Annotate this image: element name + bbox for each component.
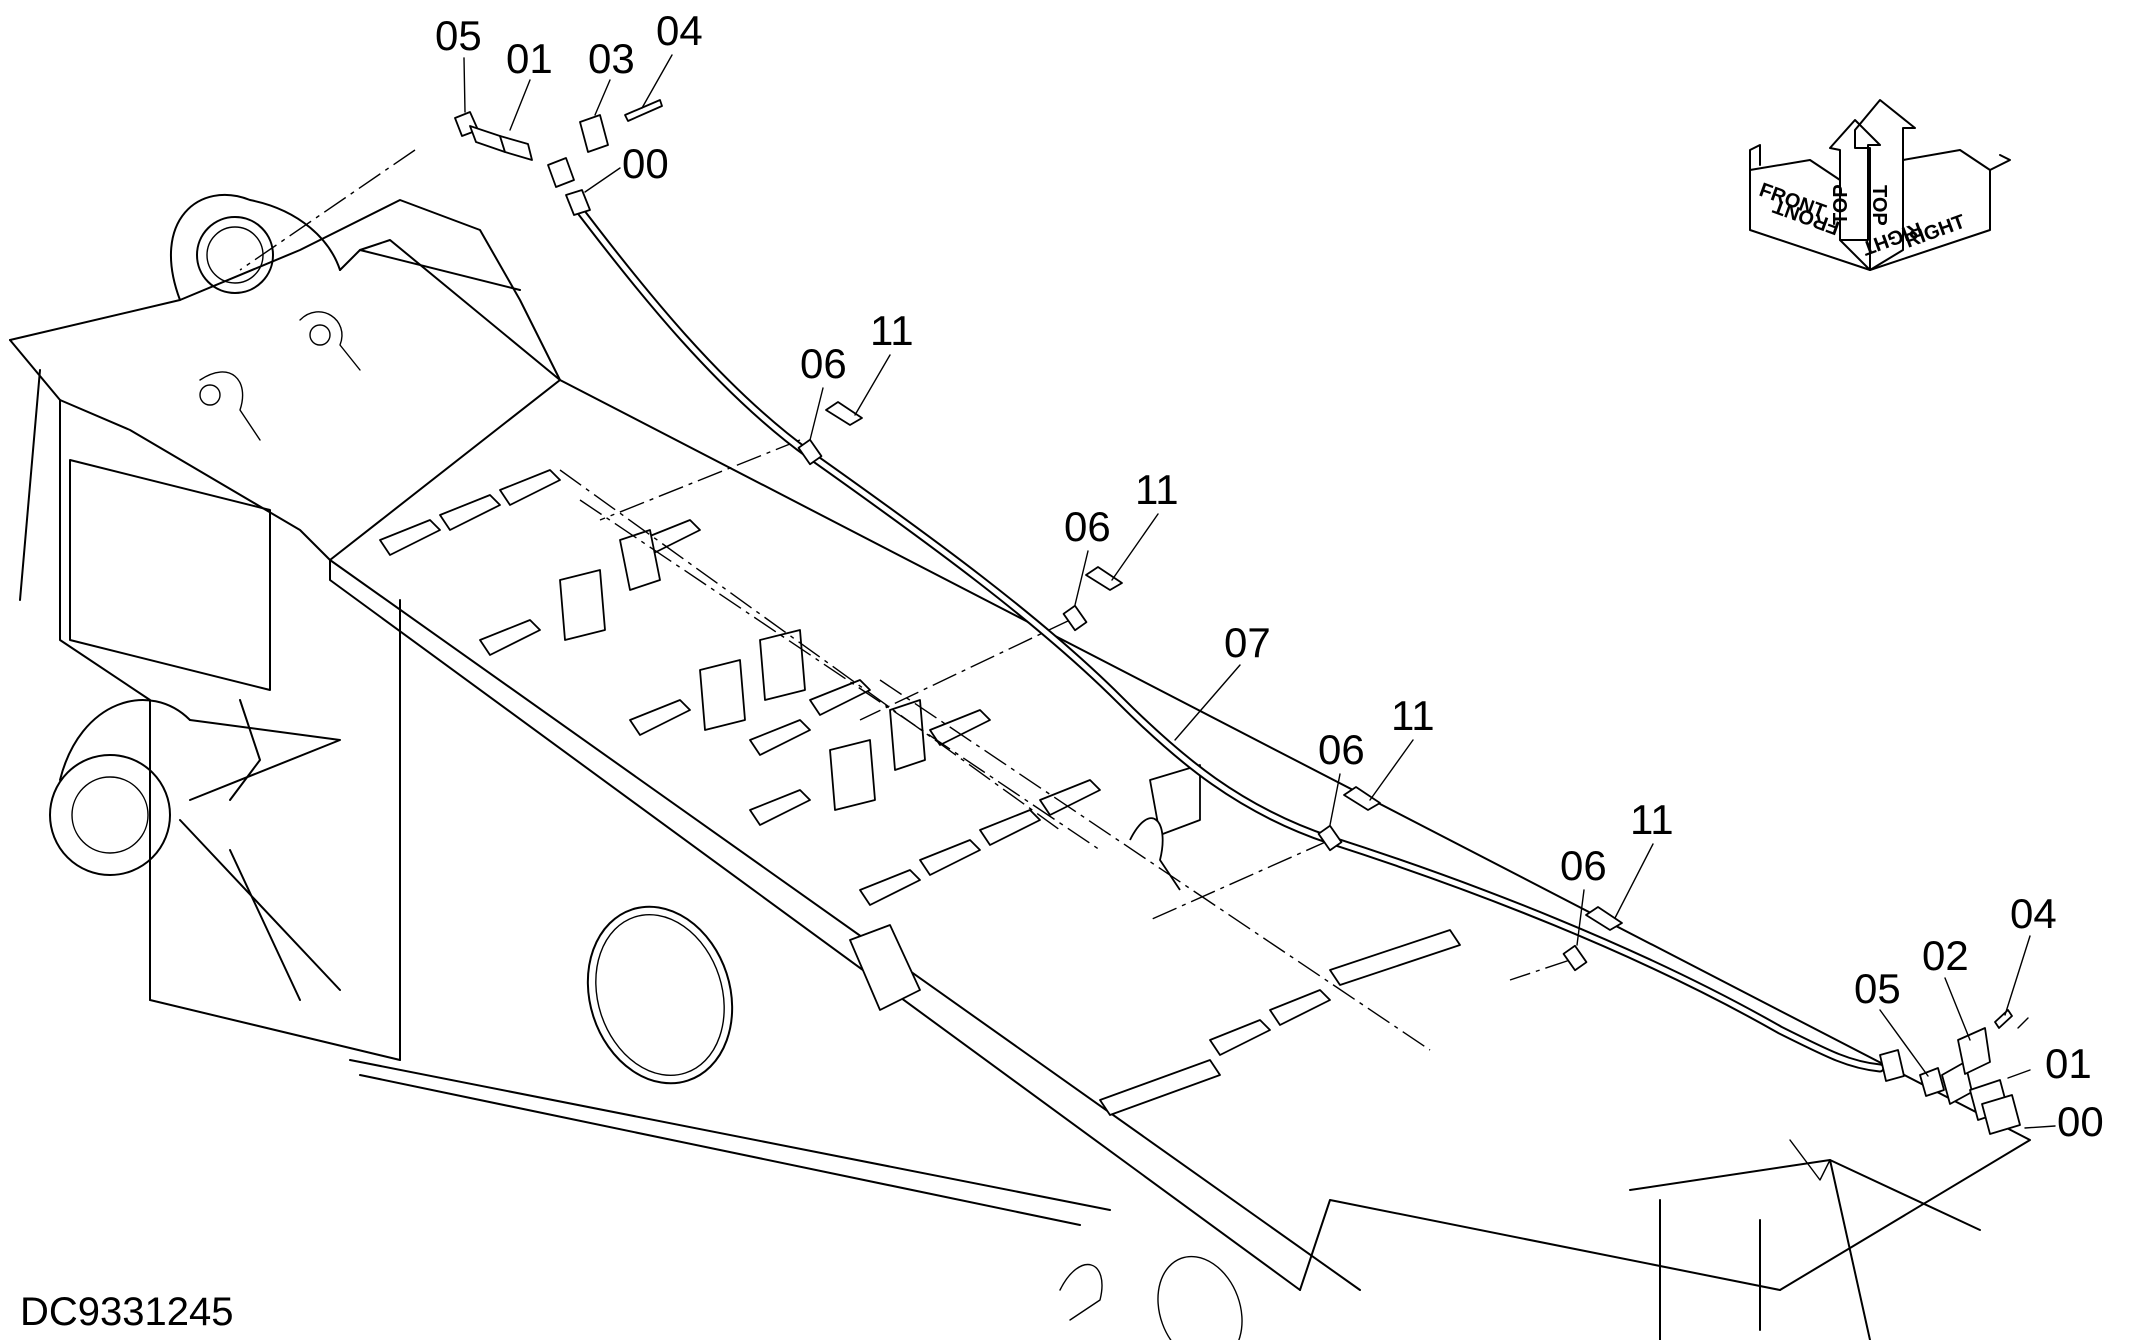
callouts-bottom-group: 04 02 05 01 00 — [1854, 890, 2104, 1145]
callout-01-bottom: 01 — [2045, 1040, 2092, 1087]
drawing-id: DC9331245 — [20, 1290, 234, 1334]
callout-leaders — [463, 54, 2031, 1077]
callout-02-bottom: 02 — [1922, 932, 1969, 979]
callout-07-hose: 07 — [1224, 619, 1271, 666]
callouts-top-group: 05 01 03 04 00 — [435, 7, 703, 187]
boom-clip-brackets — [379, 469, 1461, 1116]
top-fittings — [454, 99, 663, 216]
arrow-label-top-1: TOP — [1868, 185, 1890, 226]
callout-00-top: 00 — [622, 140, 669, 187]
callout-06-clamp-2: 06 — [1064, 503, 1111, 550]
callout-11-clamp-3: 11 — [1391, 692, 1435, 739]
callout-07-leader — [1174, 664, 1241, 741]
boom-structure — [9, 194, 2031, 1340]
callout-05-top: 05 — [435, 12, 482, 59]
arrow-label-top-2: TOP — [1830, 184, 1852, 225]
callout-05-bottom: 05 — [1854, 965, 1901, 1012]
bottom-fittings — [1879, 1009, 2056, 1135]
leader-lines — [239, 149, 1571, 1051]
callouts-hose: 07 — [1174, 619, 1271, 741]
callout-06-clamp-1: 06 — [800, 340, 847, 387]
hose-clamps — [797, 401, 1623, 972]
callout-04-bottom: 04 — [2010, 890, 2057, 937]
callout-04-top: 04 — [656, 7, 703, 54]
callout-11-clamp-4: 11 — [1630, 796, 1674, 843]
hose-07 — [567, 195, 1885, 1073]
callout-06-clamp-4: 06 — [1560, 842, 1607, 889]
orientation-arrow: FRONT FRONT TOP TOP RIGHT RIGHT — [1749, 99, 2011, 271]
callout-00-bottom: 00 — [2057, 1098, 2104, 1145]
callout-11-clamp-1: 11 — [870, 307, 914, 354]
callout-01-top: 01 — [506, 35, 553, 82]
callout-03-top: 03 — [588, 35, 635, 82]
callout-06-clamp-3: 06 — [1318, 726, 1365, 773]
callouts-clamps: 06 11 06 11 06 11 06 11 — [800, 307, 1674, 889]
callout-11-clamp-2: 11 — [1135, 466, 1179, 513]
